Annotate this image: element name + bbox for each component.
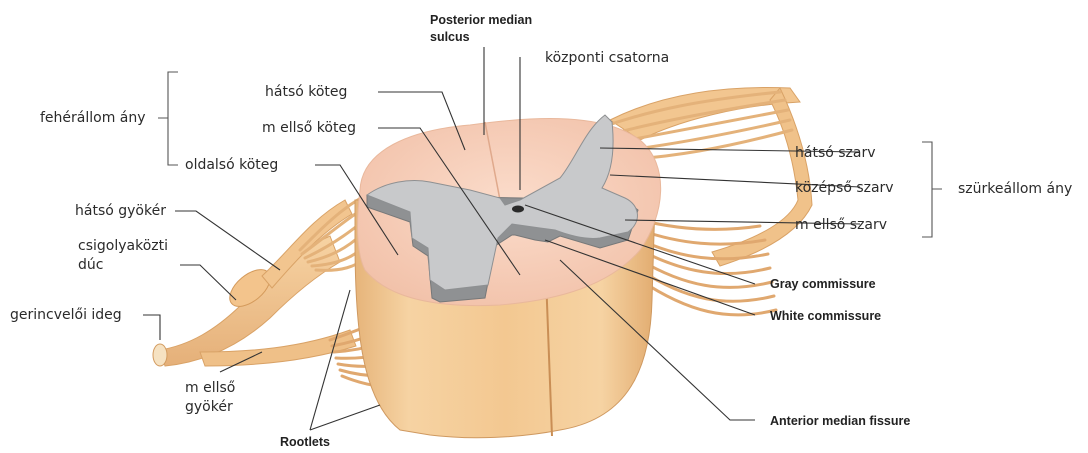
label-csigolyakozti-2: dúc — [78, 257, 103, 273]
label-hatso-szarv: hátsó szarv — [795, 145, 876, 161]
label-oldalso-koteg: oldalsó köteg — [185, 157, 278, 173]
white-matter-bracket — [158, 72, 178, 165]
label-kozepso-szarv: középső szarv — [795, 180, 894, 196]
label-gray-commissure: Gray commissure — [770, 277, 876, 291]
label-hatso-gyoker: hátsó gyökér — [75, 203, 166, 219]
gray-matter-bracket — [922, 142, 942, 237]
label-csigolyakozti-1: csigolyaközti — [78, 238, 168, 254]
label-hatso-koteg: hátsó köteg — [265, 84, 347, 100]
label-mellso-szarv: m ellső szarv — [795, 217, 887, 233]
label-rootlets: Rootlets — [280, 435, 330, 449]
label-posterior-median-sulcus-2: sulcus — [430, 30, 470, 44]
spinal-cord — [355, 115, 661, 438]
label-gerincveloi-ideg: gerincvelői ideg — [10, 307, 122, 323]
label-mellso-koteg: m ellső köteg — [262, 120, 356, 136]
label-mellso-gyoker-2: gyökér — [185, 399, 233, 415]
label-posterior-median-sulcus-1: Posterior median — [430, 13, 532, 27]
label-anterior-median-fissure: Anterior median fissure — [770, 414, 910, 428]
label-white-commissure: White commissure — [770, 309, 881, 323]
label-mellso-gyoker-1: m ellső — [185, 380, 235, 396]
central-canal — [512, 206, 524, 213]
spinal-nerve-cut-end — [153, 344, 167, 366]
label-feherallomany: fehérállom ány — [40, 110, 146, 126]
label-kozponti-csatorna: központi csatorna — [545, 50, 669, 66]
label-szurkeallomany: szürkeállom ány — [958, 181, 1072, 197]
